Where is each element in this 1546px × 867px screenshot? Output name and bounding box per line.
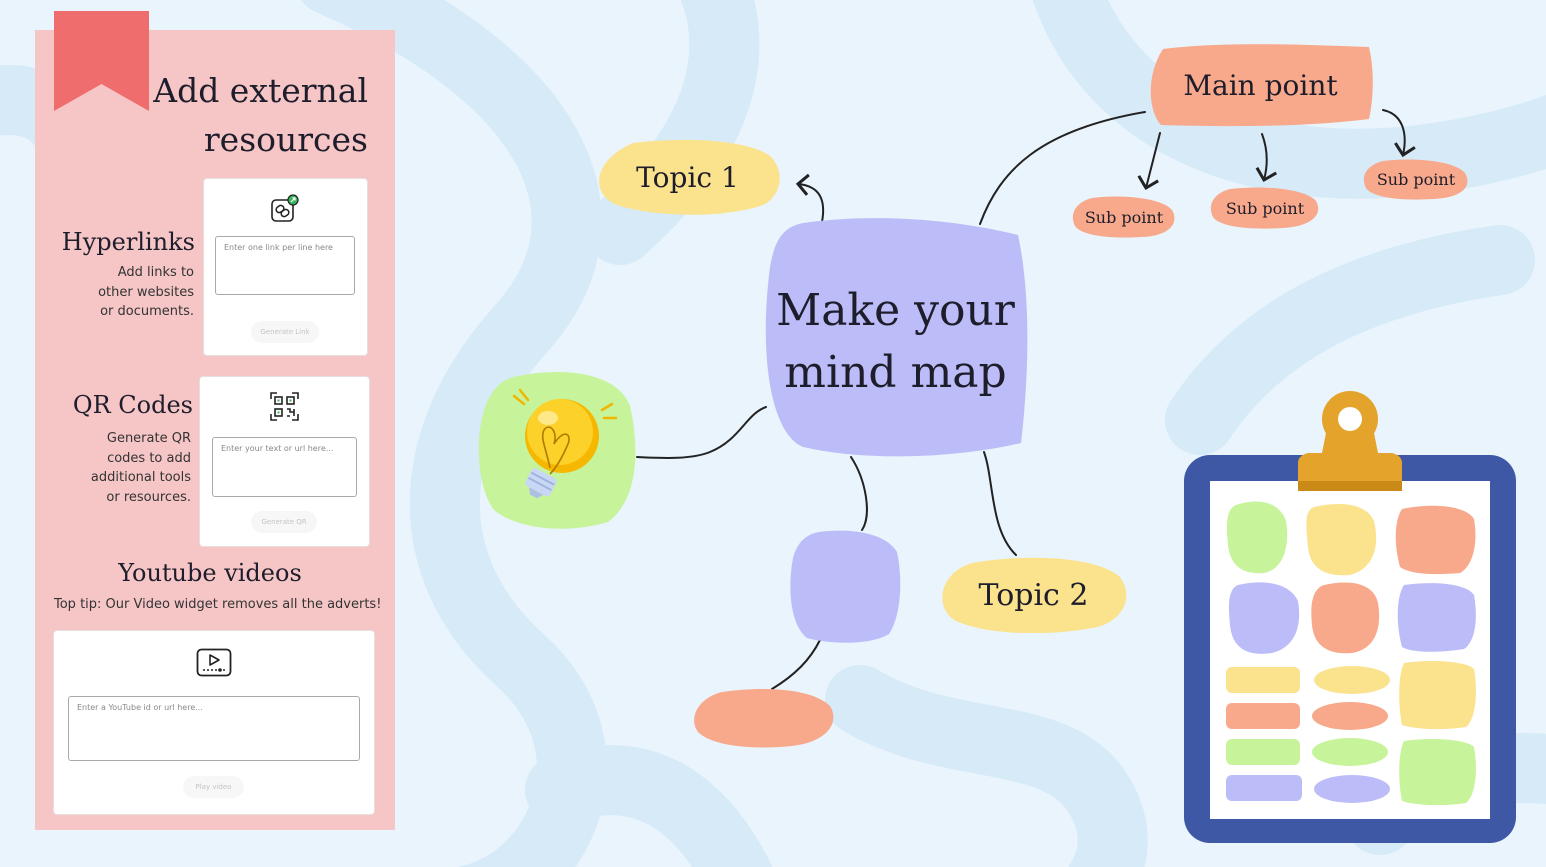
- youtube-title: Youtube videos: [118, 559, 302, 587]
- hyperlinks-description: Add links to other websites or documents…: [98, 265, 194, 319]
- bookmark-icon: [54, 11, 149, 111]
- hyperlinks-title: Hyperlinks: [61, 228, 195, 256]
- sub-point-node[interactable]: Sub point: [1210, 187, 1320, 229]
- link-icon: [271, 194, 299, 222]
- central-node[interactable]: Make your mind map: [763, 215, 1028, 460]
- central-node-label: Make your mind map: [776, 284, 1015, 398]
- topic-2-label: Topic 2: [978, 577, 1089, 613]
- qr-code-icon: [270, 392, 299, 421]
- youtube-card: Enter a YouTube id or url here... Play v…: [54, 631, 374, 814]
- empty-node-salmon[interactable]: [692, 688, 836, 748]
- sub-point-node[interactable]: Sub point: [1363, 159, 1469, 200]
- panel-title: Add external resources: [153, 71, 368, 159]
- hyperlinks-input[interactable]: Enter one link per line here: [215, 236, 355, 295]
- sub-point-label: Sub point: [1225, 198, 1305, 218]
- topic-1-label: Topic 1: [636, 160, 739, 194]
- generate-link-button[interactable]: Generate Link: [251, 321, 319, 343]
- empty-node-purple[interactable]: [789, 530, 901, 644]
- qr-codes-card: Enter your text or url here... Generate …: [200, 377, 369, 546]
- clipboard-icon: [1184, 391, 1516, 843]
- sub-point-label: Sub point: [1084, 207, 1164, 227]
- lightbulb-node[interactable]: [478, 370, 636, 530]
- lightbulb-icon: [512, 388, 618, 499]
- topic-1-node[interactable]: Topic 1: [593, 139, 782, 215]
- youtube-url-input[interactable]: Enter a YouTube id or url here...: [68, 696, 360, 761]
- main-point-label: Main point: [1183, 68, 1338, 102]
- qr-codes-description: Generate QR codes to add additional tool…: [90, 431, 191, 505]
- qr-text-input[interactable]: Enter your text or url here...: [212, 437, 357, 497]
- main-point-node[interactable]: Main point: [1147, 43, 1374, 127]
- youtube-tip: Top tip: Our Video widget removes all th…: [54, 597, 382, 612]
- play-video-button[interactable]: Play video: [183, 776, 244, 798]
- topic-2-node[interactable]: Topic 2: [938, 557, 1129, 633]
- sub-point-node[interactable]: Sub point: [1072, 196, 1176, 238]
- video-play-icon: [196, 648, 232, 677]
- qr-codes-title: QR Codes: [72, 391, 193, 419]
- hyperlinks-card: Enter one link per line here Generate Li…: [204, 179, 367, 355]
- generate-qr-button[interactable]: Generate QR: [251, 511, 317, 533]
- sub-point-label: Sub point: [1376, 170, 1456, 189]
